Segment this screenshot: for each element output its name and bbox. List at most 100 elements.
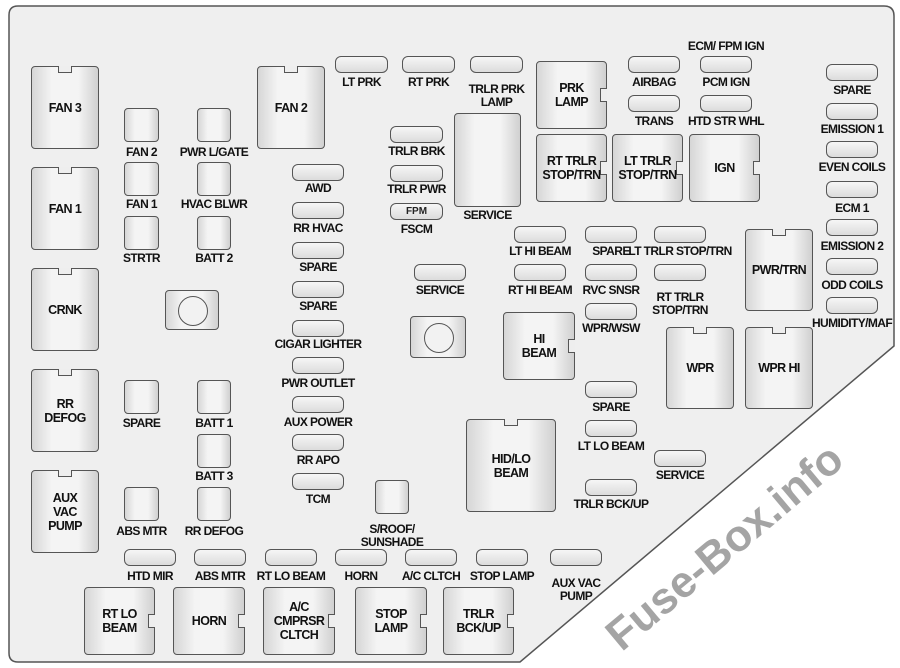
relay-ign[interactable]: IGN: [689, 134, 760, 202]
fuse-rt-lo-beam[interactable]: [265, 549, 317, 566]
relay-aux-vac-pump[interactable]: AUX VAC PUMP: [31, 470, 99, 553]
fuse-horn[interactable]: [335, 549, 387, 566]
fuse-label-trlr-brk: TRLR BRK: [388, 144, 445, 158]
relay-label: RR DEFOG: [44, 396, 86, 425]
fuse-spare-lo[interactable]: [585, 381, 637, 398]
fuse-label-emission2: EMISSION 2: [820, 239, 884, 253]
relay-label: STOP LAMP: [374, 607, 408, 635]
fuse-spare-r[interactable]: [826, 64, 878, 81]
relay-terminal-tab: [58, 167, 72, 174]
fuse-stop-lamp[interactable]: [476, 549, 528, 566]
fuse-fpm[interactable]: FPM: [390, 203, 443, 220]
fuse-fan2[interactable]: [124, 108, 159, 142]
relay-label: PRK LAMP: [554, 81, 589, 109]
fuse-label-pwr-lgate: PWR L/GATE: [179, 145, 249, 159]
relay-terminal-tab: [58, 470, 72, 477]
relay-ac-cmprsr-cltch[interactable]: A/C CMPRSR CLTCH: [263, 587, 335, 655]
fuse-odd-coils[interactable]: [826, 258, 878, 275]
relay-fan3[interactable]: FAN 3: [31, 66, 99, 149]
fuse-spare-c1[interactable]: [292, 242, 344, 259]
socket-circle[interactable]: [165, 290, 219, 330]
relay-lt-trlr-stop-trn[interactable]: LT TRLR STOP/TRN: [612, 134, 683, 202]
fuse-trlr-brk[interactable]: [390, 126, 443, 143]
fuse-rr-apo[interactable]: [292, 434, 344, 451]
fuse-spare-c2[interactable]: [292, 281, 344, 298]
fuse-pwr-lgate[interactable]: [197, 108, 231, 142]
fuse-service-mid[interactable]: [414, 264, 466, 281]
fuse-batt1[interactable]: [197, 380, 231, 414]
relay-stop-lamp[interactable]: STOP LAMP: [355, 587, 427, 655]
fuse-pwr-outlet[interactable]: [292, 357, 344, 374]
fuse-even-coils[interactable]: [826, 141, 878, 158]
fuse-htd-str-whl[interactable]: [700, 95, 752, 112]
relay-terminal-tab: [420, 614, 427, 628]
fuse-emission1[interactable]: [826, 103, 878, 120]
fuse-hvac-blwr[interactable]: [197, 162, 231, 196]
fuse-label-service-big: SERVICE: [463, 208, 512, 222]
fuse-lt-trlr-stop-trn[interactable]: [654, 226, 706, 243]
fuse-abs-mtr[interactable]: [124, 487, 159, 521]
fuse-label-ecm1: ECM 1: [835, 201, 869, 215]
fuse-label-batt1: BATT 1: [195, 416, 233, 430]
relay-rt-trlr-stop-trn[interactable]: RT TRLR STOP/TRN: [536, 134, 607, 202]
fuse-trlr-prk-lamp[interactable]: [470, 56, 523, 73]
fuse-lt-prk[interactable]: [335, 56, 388, 73]
fuse-tcm[interactable]: [292, 473, 344, 490]
fuse-humidity-maf[interactable]: [826, 297, 878, 314]
fuse-htd-mir[interactable]: [124, 549, 176, 566]
fuse-wpr-wsw[interactable]: [585, 303, 637, 320]
fuse-trans[interactable]: [628, 95, 680, 112]
fuse-sroof-sunshade[interactable]: [375, 480, 409, 514]
fuse-service-low[interactable]: [654, 450, 706, 467]
relay-wpr-hi[interactable]: WPR HI: [745, 327, 813, 409]
fuse-lt-lo-beam[interactable]: [585, 420, 637, 437]
fuse-rt-trlr-stop-trn[interactable]: [654, 264, 706, 281]
fuse-ac-cltch[interactable]: [405, 549, 457, 566]
fuse-awd[interactable]: [292, 164, 344, 181]
fuse-label-ac-cltch: A/C CLTCH: [401, 569, 461, 583]
fuse-label-trlr-bck-up: TRLR BCK/UP: [573, 497, 649, 511]
fuse-trlr-bck-up[interactable]: [585, 479, 637, 496]
fuse-service-big[interactable]: [454, 113, 521, 207]
relay-label: HI BEAM: [521, 332, 557, 360]
fuse-label-rt-prk: RT PRK: [407, 75, 450, 89]
fuse-rr-hvac[interactable]: [292, 202, 344, 219]
fuse-spare-l[interactable]: [124, 380, 159, 414]
fuse-rt-hi-beam[interactable]: [514, 264, 566, 281]
fuse-label-spare-lo: SPARE: [592, 400, 630, 414]
fuse-strtr[interactable]: [124, 216, 159, 250]
fuse-fan1[interactable]: [124, 162, 159, 196]
fuse-lt-hi-beam[interactable]: [514, 226, 566, 243]
relay-rr-defog[interactable]: RR DEFOG: [31, 369, 99, 452]
relay-fan2[interactable]: FAN 2: [257, 66, 325, 149]
fuse-rvc-snsr[interactable]: [585, 264, 637, 281]
relay-wpr[interactable]: WPR: [666, 327, 734, 409]
fuse-abs-mtr-b[interactable]: [194, 549, 246, 566]
fuse-aux-power[interactable]: [292, 396, 344, 413]
fuse-pcm-ign[interactable]: [700, 56, 752, 73]
relay-hid-lo-beam[interactable]: HID/LO BEAM: [466, 419, 556, 512]
relay-fan1[interactable]: FAN 1: [31, 167, 99, 250]
relay-prk-lamp[interactable]: PRK LAMP: [536, 61, 607, 129]
fuse-batt3[interactable]: [197, 434, 231, 468]
fuse-ecm1[interactable]: [826, 181, 878, 198]
relay-pwr-trn[interactable]: PWR/TRN: [745, 229, 813, 311]
relay-trlr-bck-up[interactable]: TRLR BCK/UP: [443, 587, 514, 655]
fuse-cigar-lighter[interactable]: [292, 320, 344, 337]
relay-horn[interactable]: HORN: [173, 587, 245, 655]
socket-circle[interactable]: [410, 316, 466, 358]
relay-label: IGN: [714, 161, 735, 175]
fuse-label-horn: HORN: [344, 569, 379, 583]
relay-rt-lo-beam[interactable]: RT LO BEAM: [84, 587, 155, 655]
fuse-aux-vac-pump[interactable]: [550, 549, 602, 566]
fuse-airbag[interactable]: [628, 56, 680, 73]
relay-hi-beam[interactable]: HI BEAM: [503, 312, 575, 380]
fuse-rt-prk[interactable]: [402, 56, 455, 73]
fuse-trlr-pwr[interactable]: [390, 165, 443, 182]
relay-crnk[interactable]: CRNK: [31, 268, 99, 351]
fuse-spare-m[interactable]: [585, 226, 637, 243]
fuse-inner-label: FPM: [405, 206, 428, 217]
fuse-batt2[interactable]: [197, 216, 231, 250]
fuse-rr-defog[interactable]: [197, 487, 231, 521]
fuse-emission2[interactable]: [826, 219, 878, 236]
